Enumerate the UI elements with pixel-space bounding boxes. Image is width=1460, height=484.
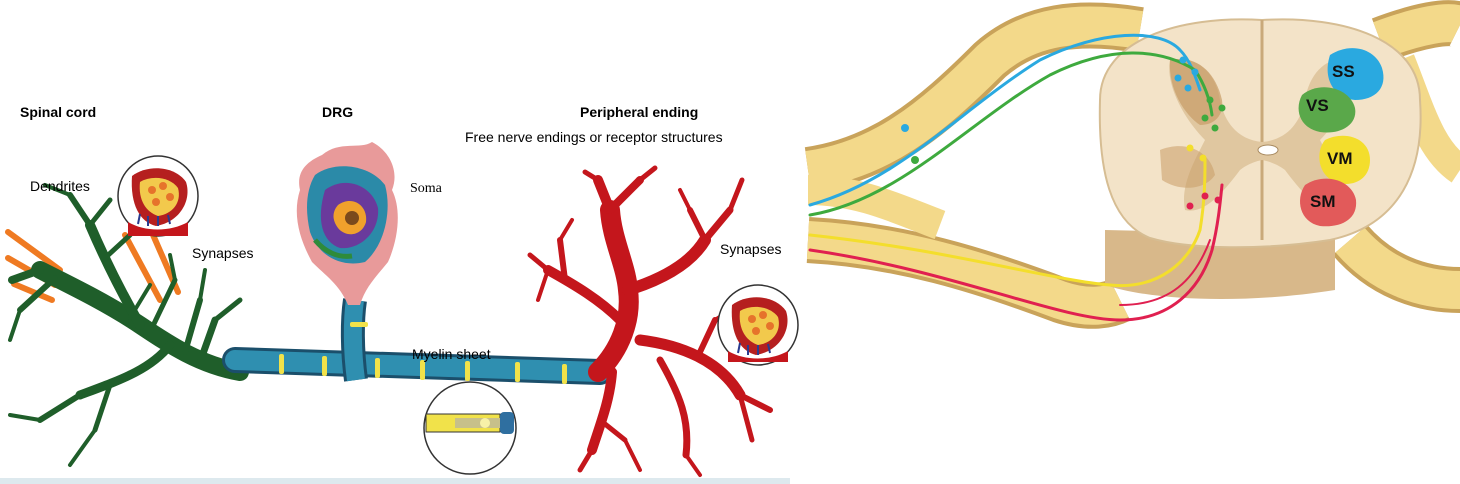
region-ss-shape [1327, 48, 1384, 100]
column-regions [1298, 48, 1384, 227]
synapse-inset-left [117, 155, 199, 237]
region-sm-shape [1300, 178, 1357, 227]
region-sm-label: SM [1310, 192, 1336, 211]
peripheral-ending-label: Peripheral ending [580, 104, 699, 120]
region-vm-shape [1319, 135, 1370, 184]
peripheral-subtitle: Free nerve endings or receptor structure… [465, 129, 723, 145]
region-vs-shape [1298, 87, 1356, 133]
right-nerve-roots [1332, 0, 1460, 313]
peripheral-terminal-tree [527, 165, 773, 477]
region-vs-label: VS [1306, 96, 1329, 115]
drg-soma [296, 142, 398, 305]
synapses-left-label: Synapses [192, 245, 254, 261]
dendrites-label: Dendrites [30, 178, 90, 194]
soma-label: Soma [410, 181, 442, 196]
nodes-of-ranvier [279, 322, 567, 384]
fiber-tracts [808, 33, 1224, 322]
synapses-right-label: Synapses [720, 241, 782, 257]
left-nerve-roots [804, 2, 1144, 329]
drg-label: DRG [322, 104, 354, 120]
myelin-label: Myelin sheet [412, 346, 491, 362]
region-vm-label: VM [1327, 149, 1353, 168]
spinal-cord-label: Spinal cord [20, 104, 97, 120]
myelinated-axon [222, 298, 613, 385]
spinal-cord-panel [804, 0, 1460, 329]
synapse-inset-right [717, 284, 799, 366]
neuron-panel [0, 142, 799, 484]
bottom-strip [0, 478, 790, 484]
myelin-inset [423, 381, 517, 475]
region-ss-label: SS [1332, 62, 1355, 81]
fiber-terminals [901, 56, 1226, 210]
presynaptic-fibers [5, 225, 181, 303]
dendritic-tree [8, 183, 249, 467]
